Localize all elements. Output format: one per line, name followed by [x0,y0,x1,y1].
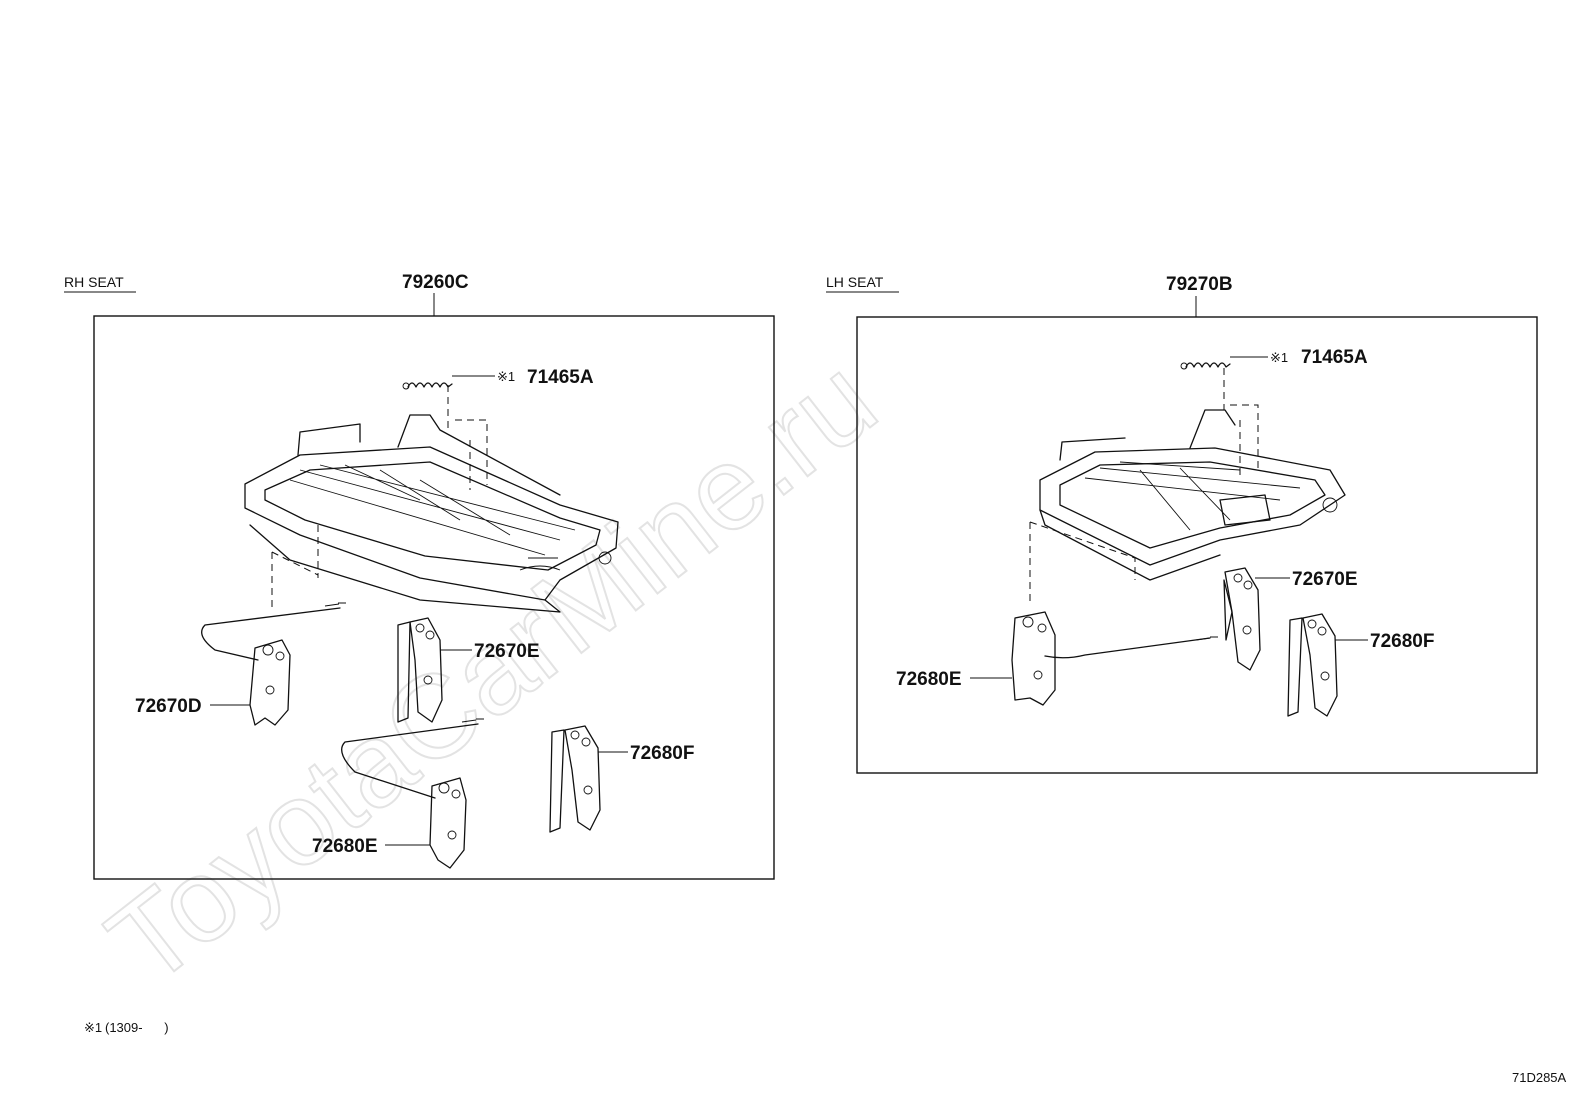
rh-72680f-icon [549,725,601,833]
rh-spring-part: 71465A [527,367,594,388]
lh-panel: LH SEAT 79270B ※1 71465A [826,274,1538,774]
rh-panel: RH SEAT 79260C ※1 71465A [64,272,775,880]
rh-part-72670e: 72670E [474,641,540,662]
lh-frame-guide [1029,521,1136,605]
figure-code: 71D285A [1512,1070,1567,1085]
rh-seat-frame-icon [244,414,619,613]
rh-frame-guide [271,525,319,610]
footnote: ※1 (1309- ) [84,1020,169,1035]
lh-seat-label: LH SEAT [826,274,884,290]
lh-spring-mark: ※1 [1270,350,1288,365]
lh-assembly-number: 79270B [1166,274,1233,295]
lh-part-72670e: 72670E [1292,569,1358,590]
lh-part-72680f: 72680F [1370,631,1434,652]
footnote-text: (1309- ) [105,1020,169,1035]
lh-assembly-frame [856,316,1538,774]
rh-72670d-icon [201,602,346,726]
lh-spring-icon [1180,362,1231,370]
rh-seat-label: RH SEAT [64,274,124,290]
rh-spring-icon [402,382,453,390]
lh-part-72680e: 72680E [896,669,962,690]
rh-part-72680f: 72680F [630,743,694,764]
rh-part-72680e: 72680E [312,836,378,857]
rh-assembly-number: 79260C [402,272,469,293]
lh-spring-guide [1223,368,1259,480]
lh-72680e-icon [1011,611,1218,706]
rh-spring-mark: ※1 [497,369,515,384]
rh-part-72670d: 72670D [135,696,202,717]
lh-spring-part: 71465A [1301,347,1368,368]
rh-72670e-icon [397,617,443,723]
watermark: ToyotaCarMine.ru [85,333,900,1010]
footnote-mark: ※1 [84,1020,102,1035]
lh-seat-frame-icon [1039,409,1346,581]
lh-72670e-icon [1223,567,1261,671]
lh-72680f-icon [1287,613,1338,717]
rh-72680e-icon [341,718,484,869]
rh-assembly-frame [93,315,775,880]
